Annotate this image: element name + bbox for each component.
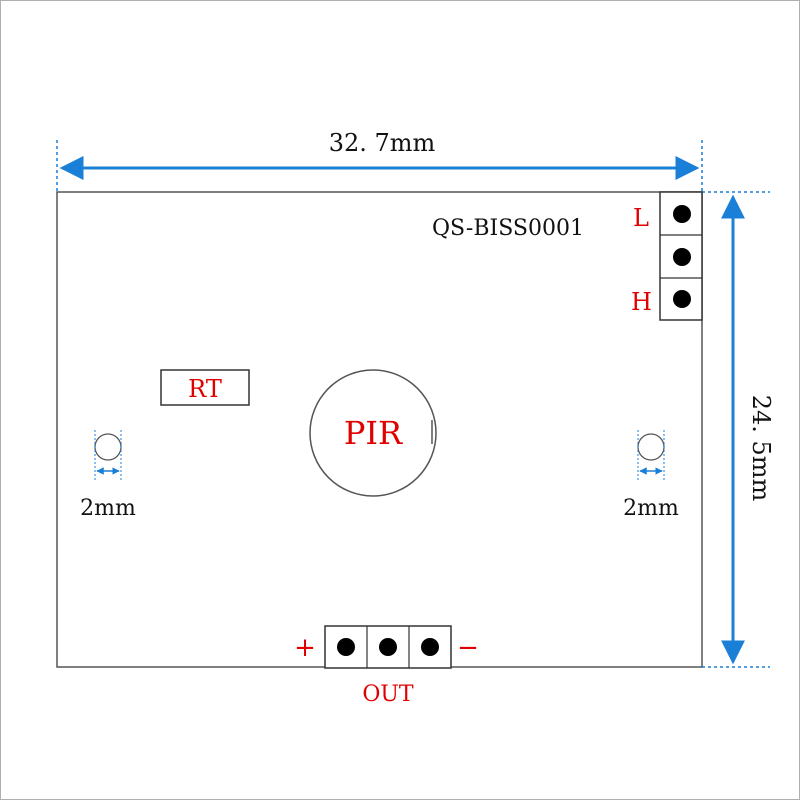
jumper-label-l: L — [633, 204, 649, 232]
rt-outline — [160, 369, 250, 406]
output-header: + − OUT — [294, 625, 479, 707]
width-label: 32. 7mm — [329, 129, 436, 157]
pir-circle — [309, 369, 437, 497]
mounting-hole-right: 2mm — [623, 430, 679, 521]
hole-label-right: 2mm — [623, 496, 679, 521]
output-minus-label: − — [457, 633, 479, 663]
width-dimension: 32. 7mm — [56, 129, 703, 192]
model-label: QS-BISS0001 — [432, 216, 584, 241]
mounting-hole-left: 2mm — [80, 430, 136, 521]
pir-label: PIR — [344, 414, 403, 452]
rt-component: RT — [160, 369, 250, 406]
output-plus-label: + — [294, 633, 316, 663]
output-pin-minus — [421, 638, 439, 656]
pir-sensor: PIR — [309, 369, 437, 497]
jumper-pin-middle — [673, 248, 691, 266]
hole-label-left: 2mm — [80, 496, 136, 521]
jumper-pin-h — [673, 290, 691, 308]
height-dimension: 24. 5mm — [702, 191, 775, 668]
output-connector-label: OUT — [362, 682, 414, 707]
height-label: 24. 5mm — [747, 395, 775, 502]
rt-label: RT — [188, 375, 222, 403]
jumper-header: L H — [631, 191, 703, 321]
output-pin-plus — [337, 638, 355, 656]
jumper-pin-l — [673, 205, 691, 223]
output-pin-out — [379, 638, 397, 656]
pcb-board-outline — [56, 191, 703, 668]
jumper-label-h: H — [631, 288, 652, 316]
